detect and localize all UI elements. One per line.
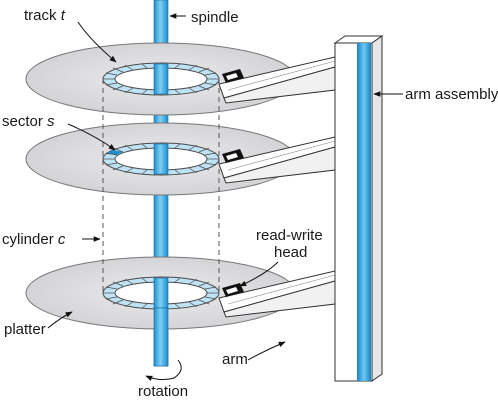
label-spindle: spindle — [191, 9, 239, 26]
label-sector: sector s — [2, 113, 55, 130]
label-track: track t — [24, 7, 66, 24]
label-cylinder: cylinder c — [2, 231, 66, 248]
arm-middle — [218, 136, 336, 184]
arm-bottom — [218, 270, 336, 318]
label-arm-assembly: arm assembly — [405, 86, 498, 103]
callout-arrows — [47, 13, 403, 382]
label-platter: platter — [4, 321, 46, 338]
label-arm: arm — [222, 351, 248, 368]
arm-assembly — [333, 35, 384, 382]
label-read-write-line1: read-write — [256, 227, 323, 244]
spindle-lower — [153, 307, 169, 367]
label-read-write-line2: head — [274, 244, 307, 261]
label-rotation: rotation — [138, 383, 188, 400]
arm-top — [218, 56, 336, 104]
sector-lines-bottom — [103, 277, 219, 309]
